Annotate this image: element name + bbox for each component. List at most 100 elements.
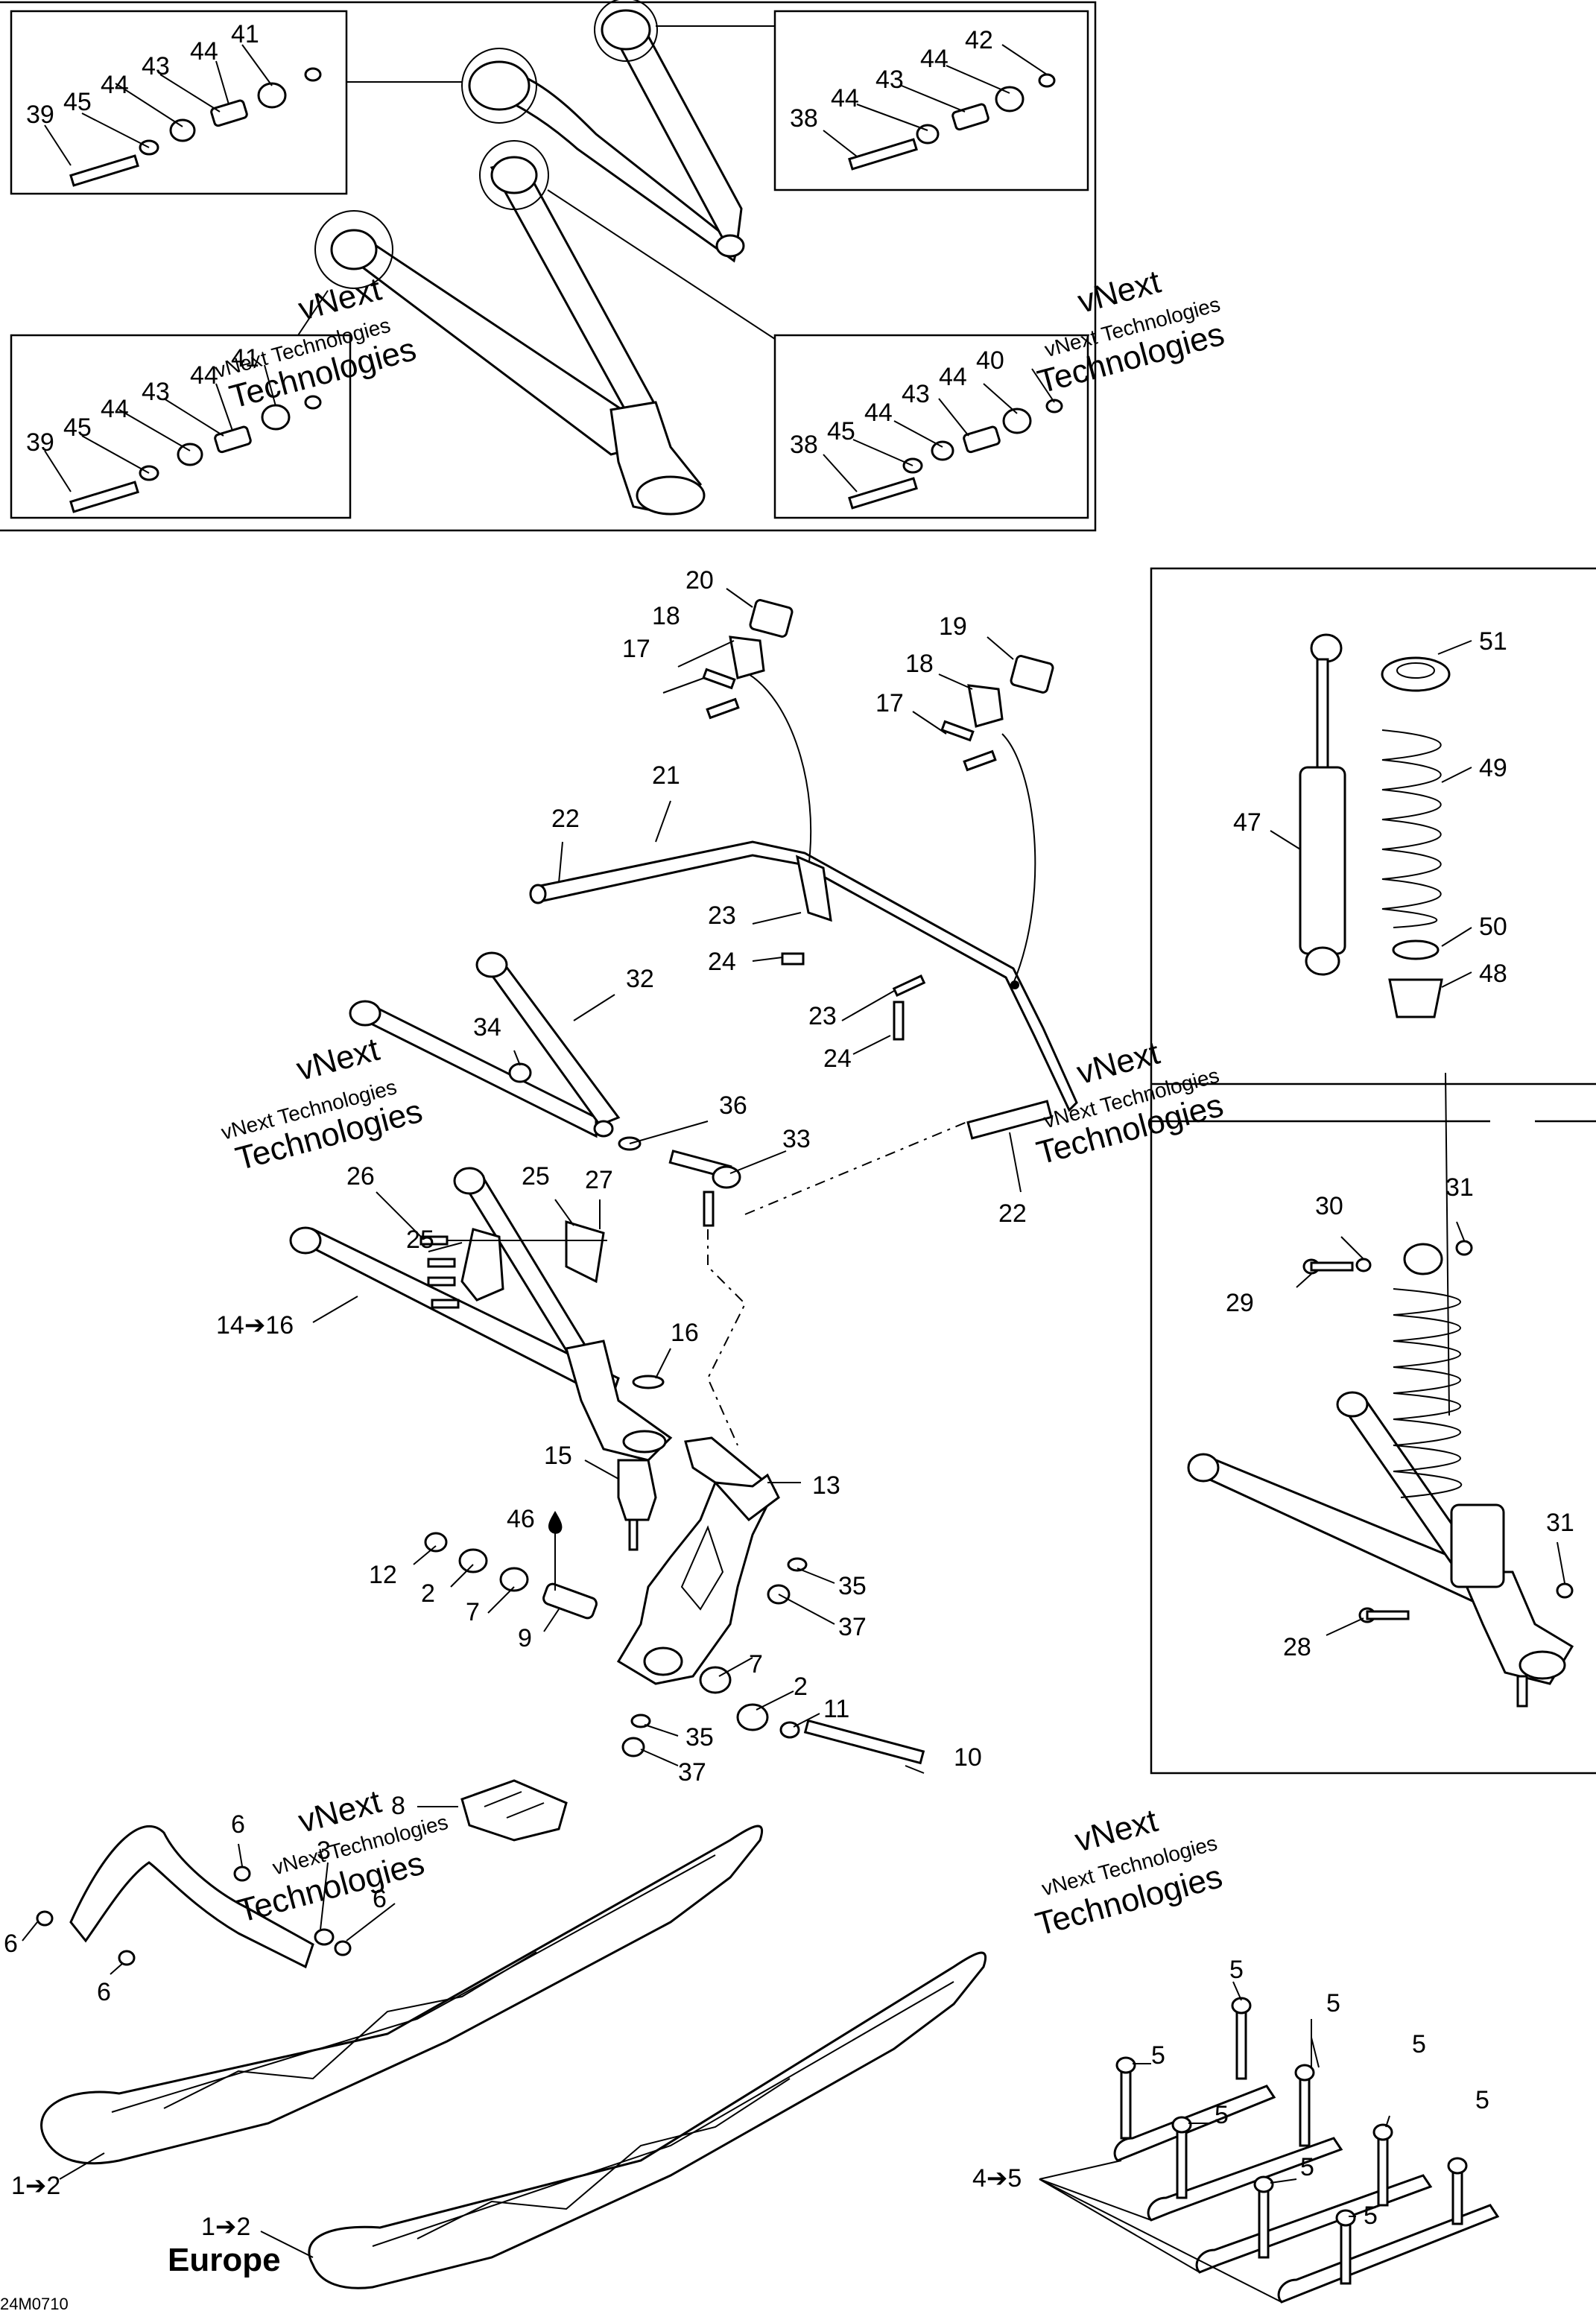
drawing-code: 24M0710 xyxy=(0,2295,69,2313)
watermarks-6: vNext vNext Technologies Technologies xyxy=(1032,1802,1226,1943)
bolt-stack-top-left xyxy=(69,67,322,187)
callout-5-a: 5 xyxy=(1229,1956,1244,1984)
callout-35-a: 35 xyxy=(838,1572,867,1600)
callout-46: 46 xyxy=(507,1505,535,1533)
callout-5-f: 5 xyxy=(1300,2153,1314,2181)
watermarks-3: vNext vNext Technologies Technologies xyxy=(219,1031,426,1178)
callout-17-b: 17 xyxy=(875,689,904,717)
shock-assembly-mounted xyxy=(1187,1072,1574,1708)
callout-34: 34 xyxy=(473,1013,501,1042)
callout-11: 11 xyxy=(823,1695,849,1723)
callout-36: 36 xyxy=(719,1091,747,1120)
callout-14-16: 14➔16 xyxy=(216,1311,294,1340)
callout-23-b: 23 xyxy=(808,1002,837,1030)
callout-16: 16 xyxy=(671,1319,699,1347)
callout-19: 19 xyxy=(939,612,967,641)
callout-6-d: 6 xyxy=(97,1978,111,2006)
inset-box-bottom-right xyxy=(773,334,1089,519)
callout-2-a: 2 xyxy=(421,1579,435,1608)
callout-26: 26 xyxy=(346,1162,375,1191)
callout-39-a: 39 xyxy=(26,101,54,129)
svg-text:vNext: vNext xyxy=(293,1031,383,1088)
callout-37-a: 37 xyxy=(838,1613,867,1641)
callout-44-a: 44 xyxy=(101,71,129,99)
callout-44-h: 44 xyxy=(939,363,967,391)
callout-27: 27 xyxy=(585,1166,613,1194)
inset-box-bottom-left xyxy=(10,334,352,519)
callout-7-a: 7 xyxy=(466,1598,480,1626)
callout-23-a: 23 xyxy=(708,901,736,930)
callout-31-b: 31 xyxy=(1546,1509,1574,1537)
watermarks-5: vNext vNext Technologies Technologies xyxy=(234,1784,451,1930)
callout-5-g: 5 xyxy=(1475,2086,1489,2114)
inset-box-top-right xyxy=(773,10,1089,191)
callout-5-b: 5 xyxy=(1326,1989,1340,2017)
callout-35-b: 35 xyxy=(685,1723,714,1752)
callout-5-c: 5 xyxy=(1151,2041,1165,2070)
callout-24-b: 24 xyxy=(823,1045,852,1073)
callout-6-b: 6 xyxy=(4,1930,18,1958)
callout-5-d: 5 xyxy=(1215,2101,1229,2129)
callout-43-d: 43 xyxy=(902,380,930,408)
callout-6-c: 6 xyxy=(373,1885,387,1913)
shock-panel: 51 49 47 50 48 31 30 xyxy=(1150,567,1596,1775)
ski-handle-8 xyxy=(460,1779,568,1842)
ski-section xyxy=(22,1779,987,2289)
callout-43-a: 43 xyxy=(142,52,170,80)
callout-7-b: 7 xyxy=(749,1650,763,1679)
callout-1-2-b: 1➔2 xyxy=(201,2213,250,2241)
callout-38-b: 38 xyxy=(790,431,818,459)
callout-28: 28 xyxy=(1283,1633,1311,1661)
callout-44-b: 44 xyxy=(190,37,218,66)
callout-17-a: 17 xyxy=(622,635,650,663)
callout-18-a: 18 xyxy=(652,602,680,630)
callout-37-b: 37 xyxy=(678,1758,706,1787)
callout-13: 13 xyxy=(812,1471,840,1500)
watermarks-2: vNext vNext Technologies Technologies xyxy=(1033,264,1228,401)
callout-51: 51 xyxy=(1479,627,1507,656)
callout-39-b: 39 xyxy=(26,428,54,457)
callout-47: 47 xyxy=(1233,808,1261,837)
callout-48: 48 xyxy=(1479,960,1507,988)
watermarks: vNext vNext Technologies Technologies xyxy=(212,271,419,416)
sway-bar-assembly xyxy=(529,599,1078,1140)
callout-42: 42 xyxy=(965,26,993,54)
callout-49: 49 xyxy=(1479,754,1507,782)
callout-29: 29 xyxy=(1226,1289,1254,1317)
upper-arm-center xyxy=(349,951,969,1446)
callout-20: 20 xyxy=(685,566,714,595)
callout-5-e: 5 xyxy=(1412,2030,1426,2058)
callout-32: 32 xyxy=(626,965,654,993)
bolt-stack-bottom-right xyxy=(848,399,1063,510)
coil-spring xyxy=(1381,656,1451,1018)
lower-arm-center xyxy=(289,1167,673,1551)
callout-45-b: 45 xyxy=(63,413,92,442)
callout-6-a: 6 xyxy=(231,1810,245,1839)
callout-43-c: 43 xyxy=(142,378,170,406)
shock-absorber xyxy=(1299,633,1346,976)
callout-22-a: 22 xyxy=(551,805,580,833)
callout-25-a: 25 xyxy=(406,1226,434,1254)
inset-box-top-left xyxy=(10,10,348,195)
center-leaders xyxy=(312,588,1022,1774)
bolt-stack-top-right xyxy=(848,73,1056,171)
callout-25-b: 25 xyxy=(522,1162,550,1191)
carbide-runners xyxy=(1039,1981,1500,2304)
callout-44-e: 44 xyxy=(101,395,129,423)
bushing-20 xyxy=(749,599,794,638)
callout-45-a: 45 xyxy=(63,88,92,116)
callout-38-a: 38 xyxy=(790,104,818,133)
upper-a-arm-panel: 39 45 44 43 44 41 38 44 43 44 42 39 45 4… xyxy=(0,0,1097,532)
callout-1-2-a: 1➔2 xyxy=(11,2172,60,2200)
callout-40: 40 xyxy=(976,346,1004,375)
callout-44-c: 44 xyxy=(831,84,859,112)
callout-30: 30 xyxy=(1315,1192,1343,1220)
callout-5-h: 5 xyxy=(1364,2202,1378,2230)
callout-18-b: 18 xyxy=(905,650,934,678)
callout-41-b: 41 xyxy=(231,344,259,373)
callout-44-d: 44 xyxy=(920,45,949,73)
callout-9: 9 xyxy=(518,1624,532,1652)
callout-3: 3 xyxy=(317,1836,331,1865)
callout-43-b: 43 xyxy=(875,66,904,94)
